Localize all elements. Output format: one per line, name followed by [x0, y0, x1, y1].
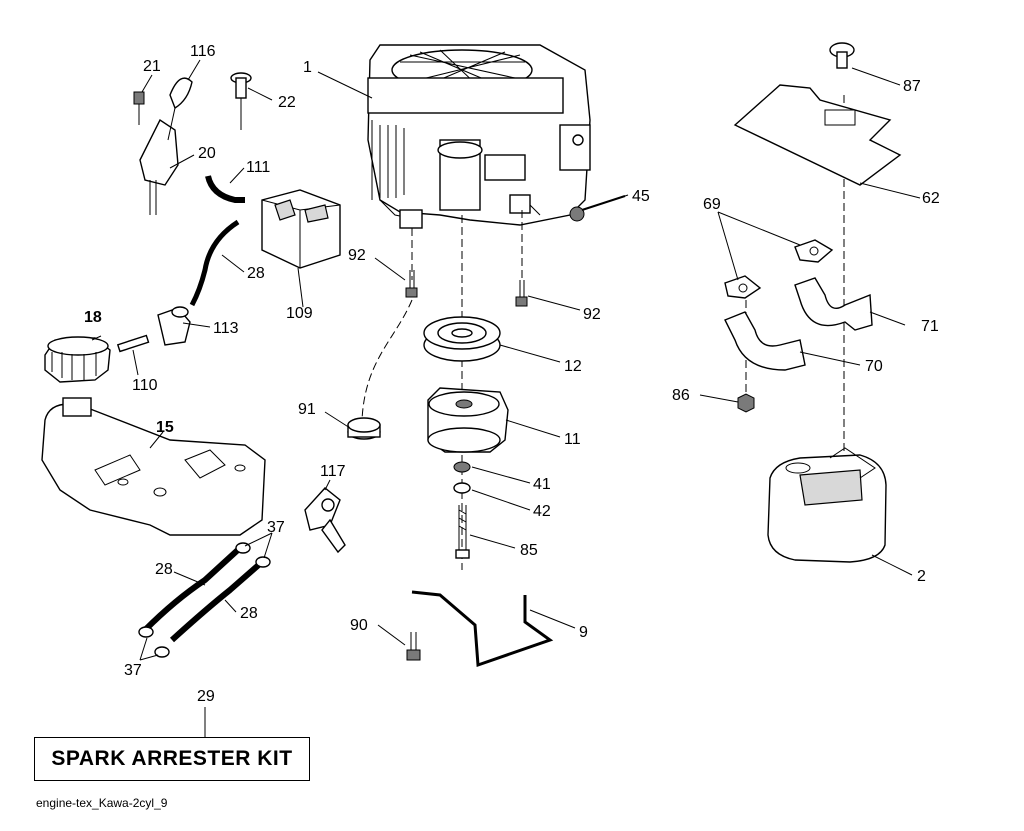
callout-90: 90: [350, 617, 368, 634]
callout-37-upper: 37: [267, 519, 285, 536]
callout-9: 9: [579, 624, 588, 641]
callout-69: 69: [703, 196, 721, 213]
muffler-part: [767, 447, 887, 563]
callout-85: 85: [520, 542, 538, 559]
fuel-line-111-part: [205, 175, 245, 203]
callout-28-lower-left: 28: [155, 561, 173, 578]
callout-22: 22: [278, 94, 296, 111]
callout-110: 110: [132, 377, 158, 394]
callout-92-left: 92: [348, 247, 366, 264]
spark-arrester-kit-label: SPARK ARRESTER KIT: [51, 747, 293, 770]
callout-labels: 1 21 116 22 20 111 28 109 113 110 18 15 …: [84, 43, 940, 705]
clutch-part: [427, 387, 509, 453]
fitting-113-part: [157, 306, 191, 346]
gaskets-69-part: [724, 239, 834, 299]
callout-86: 86: [672, 387, 690, 404]
callout-21: 21: [143, 58, 161, 75]
callout-87: 87: [903, 78, 921, 95]
callout-45: 45: [632, 188, 650, 205]
pulley-part: [423, 316, 501, 362]
connector-110-part: [116, 334, 150, 353]
shield-slot: [824, 109, 856, 126]
callout-1: 1: [303, 59, 312, 76]
bolt-85-part: [455, 505, 470, 559]
washer-41-part: [453, 461, 471, 473]
callout-12: 12: [564, 358, 582, 375]
callout-2: 2: [917, 568, 926, 585]
fuel-tank-part: [41, 397, 266, 536]
callout-71: 71: [921, 318, 939, 335]
fuel-valve-part: [304, 487, 346, 554]
spark-arrester-kit-box: SPARK ARRESTER KIT: [34, 737, 310, 781]
rod-part: [411, 590, 554, 668]
callout-113: 113: [213, 320, 239, 337]
bolt-90-part: [406, 632, 421, 661]
engine-part: [367, 44, 591, 229]
callout-111: 111: [246, 159, 270, 176]
callout-117: 117: [320, 463, 346, 480]
callout-29: 29: [197, 688, 215, 705]
diagram-code: engine-tex_Kawa-2cyl_9: [36, 796, 168, 810]
callout-116: 116: [190, 43, 216, 60]
spacer-91-part: [347, 417, 381, 440]
callout-11: 11: [564, 431, 581, 448]
shield-62-part: [733, 84, 902, 186]
knob-87-part: [829, 42, 855, 69]
screw-45-part: [569, 195, 626, 222]
fuel-cap-part: [44, 336, 111, 383]
nut-86-part: [737, 393, 755, 413]
callout-70: 70: [865, 358, 883, 375]
callout-28-lower-right: 28: [240, 605, 258, 622]
bolt-92-left-part: [405, 270, 418, 298]
callout-28-upper: 28: [247, 265, 265, 282]
callout-37-lower: 37: [124, 662, 142, 679]
throttle-control-part: [133, 77, 193, 215]
callout-91: 91: [298, 401, 316, 418]
callout-18: 18: [84, 309, 102, 326]
callout-109: 109: [286, 305, 313, 322]
callout-92-right: 92: [583, 306, 601, 323]
fuel-line-28-part: [189, 219, 240, 307]
bolt-92-right-part: [515, 280, 528, 307]
washer-42-part: [453, 482, 471, 494]
leader-lines: [91, 59, 921, 737]
callout-42: 42: [533, 503, 551, 520]
callout-20: 20: [198, 145, 216, 162]
callout-15: 15: [156, 419, 174, 436]
callout-41: 41: [533, 476, 551, 493]
callout-62: 62: [922, 190, 940, 207]
choke-knob-part: [230, 72, 252, 130]
fuel-filter-part: [261, 189, 341, 269]
